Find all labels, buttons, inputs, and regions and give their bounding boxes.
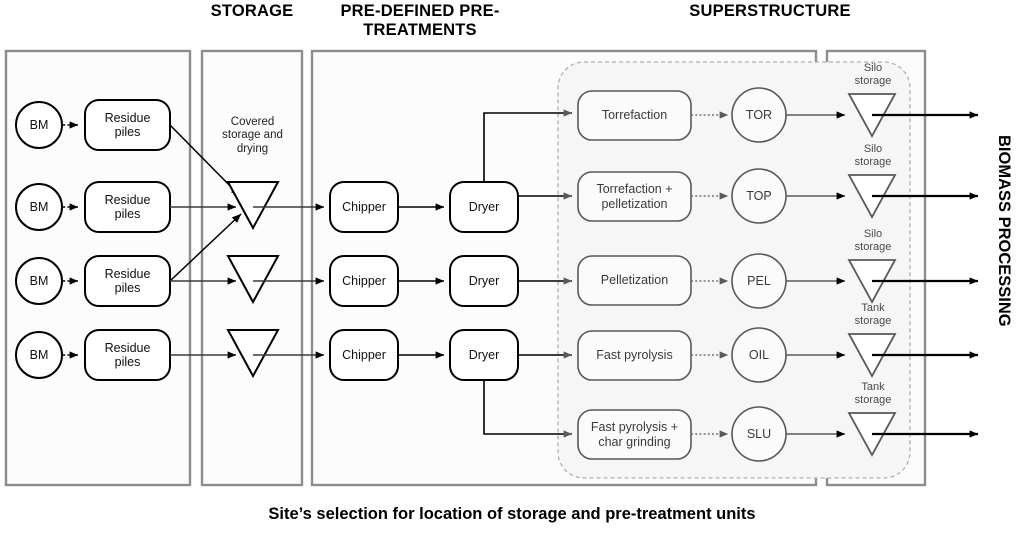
bm-circle-1	[15, 101, 63, 149]
residue-box-2	[84, 181, 171, 233]
link-dryer3-fast-pyrolysis-char	[483, 380, 573, 438]
residue-box-4	[84, 329, 171, 381]
covered-storage-triangle-3	[226, 329, 280, 379]
title-superstructure: SUPERSTRUCTURE	[689, 2, 851, 20]
process-box-3	[577, 255, 692, 306]
residue-box-1	[84, 99, 171, 151]
chipper-box-3	[329, 329, 399, 381]
process-box-5	[577, 409, 692, 460]
code-circle-3	[731, 253, 787, 309]
code-circle-4	[731, 327, 787, 383]
link-residue3-to-storage1	[169, 213, 242, 282]
title-storage: STORAGE	[210, 2, 294, 20]
process-box-1	[577, 90, 692, 141]
chipper-box-1	[329, 181, 399, 233]
residue-box-3	[84, 255, 171, 307]
process-box-2	[577, 171, 692, 222]
dryer-box-1	[449, 181, 519, 233]
title-pretreatments: PRE-DEFINED PRE-TREATMENTS	[340, 2, 500, 39]
dryer-box-2	[449, 255, 519, 307]
covered-storage-triangle-1	[226, 181, 280, 231]
bm-circle-4	[15, 331, 63, 379]
process-box-4	[577, 330, 692, 381]
bm-circle-3	[15, 257, 63, 305]
bottom-caption: Site’s selection for location of storage…	[268, 505, 756, 523]
dryer-box-3	[449, 329, 519, 381]
bm-circle-2	[15, 183, 63, 231]
code-circle-1	[731, 87, 787, 143]
link-dryer1-torrefaction	[483, 109, 573, 182]
code-circle-5	[731, 406, 787, 462]
chipper-box-2	[329, 255, 399, 307]
covered-storage-triangle-2	[226, 255, 280, 305]
code-circle-2	[731, 168, 787, 224]
